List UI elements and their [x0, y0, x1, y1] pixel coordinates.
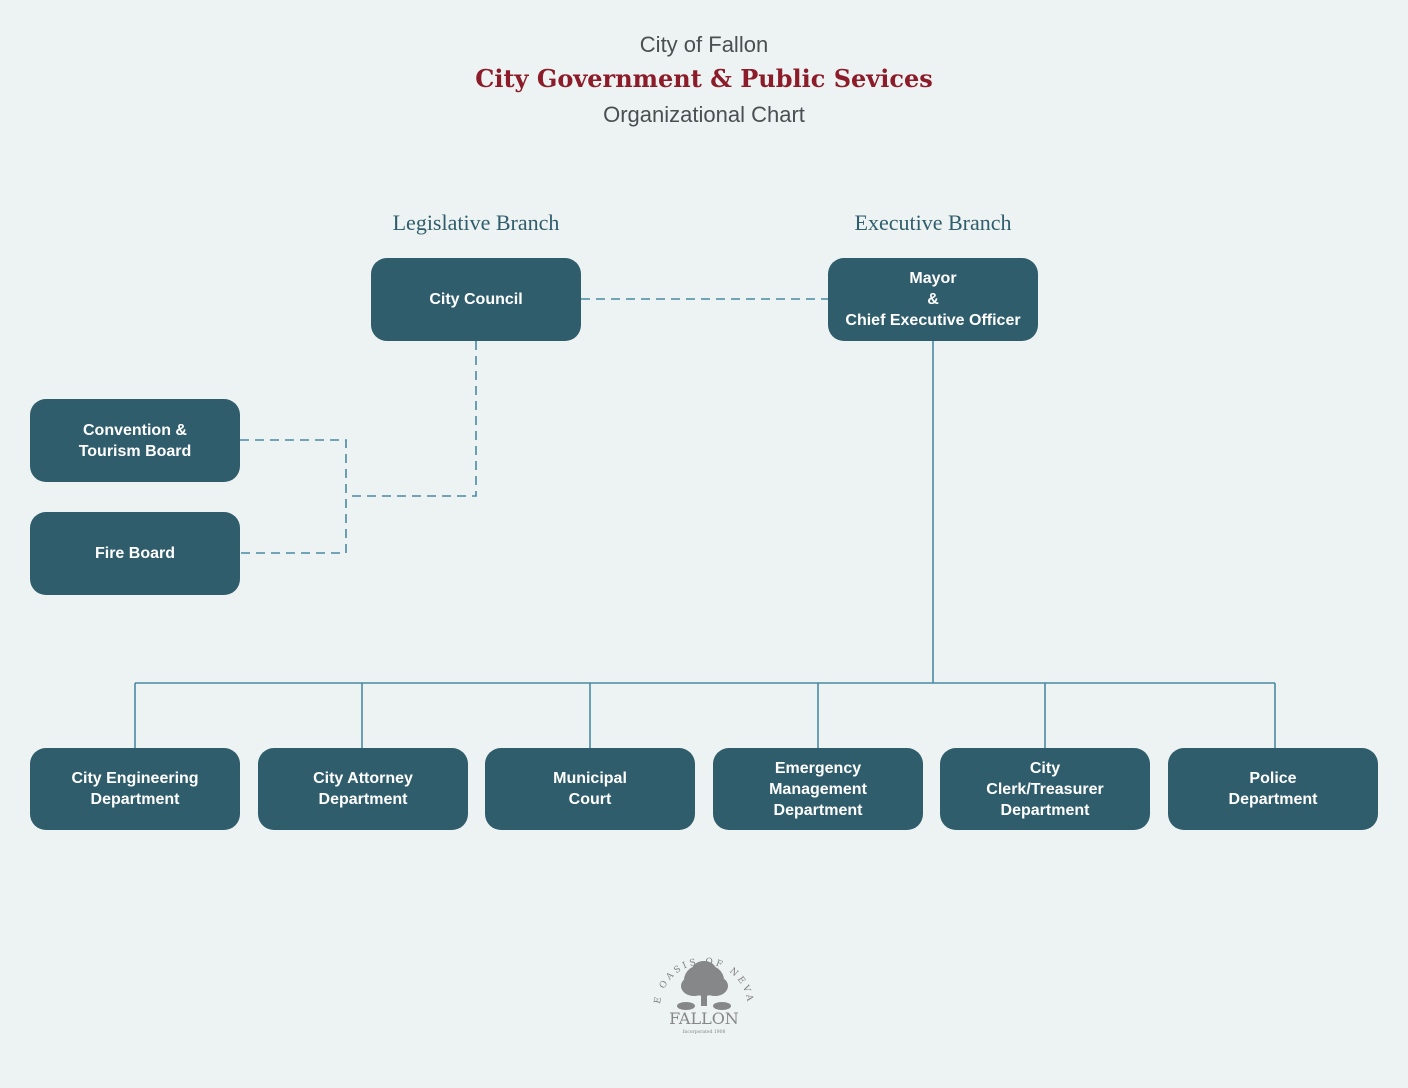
municipal-court-box: Municipal Court	[485, 748, 695, 830]
city-engineering-box: City Engineering Department	[30, 748, 240, 830]
convention-tourism-board-box: Convention & Tourism Board	[30, 399, 240, 482]
emergency-management-box: Emergency Management Department	[713, 748, 923, 830]
logo-name: FALLON	[669, 1009, 739, 1028]
city-clerk-treasurer-box: City Clerk/Treasurer Department	[940, 748, 1150, 830]
fire-board-box: Fire Board	[30, 512, 240, 595]
mayor-box: Mayor & Chief Executive Officer	[828, 258, 1038, 341]
fallon-logo: THE OASIS OF NEVADA FALLON Incorporated …	[646, 940, 752, 1035]
police-department-box: Police Department	[1168, 748, 1378, 830]
logo-incorporated: Incorporated 1908	[683, 1029, 726, 1035]
tree-icon	[677, 961, 731, 1010]
city-attorney-box: City Attorney Department	[258, 748, 468, 830]
boards-dashed-bracket	[240, 439, 347, 554]
executive-branch-label: Executive Branch	[854, 210, 1012, 235]
header-pretitle: City of Fallon	[639, 32, 769, 57]
city-council-box: City Council	[371, 258, 581, 341]
header-title: City Government & Public Sevices	[475, 64, 933, 93]
legislative-branch-label: Legislative Branch	[392, 210, 560, 235]
header-subtitle: Organizational Chart	[603, 102, 805, 127]
council-boards-dashed-link	[346, 341, 477, 497]
